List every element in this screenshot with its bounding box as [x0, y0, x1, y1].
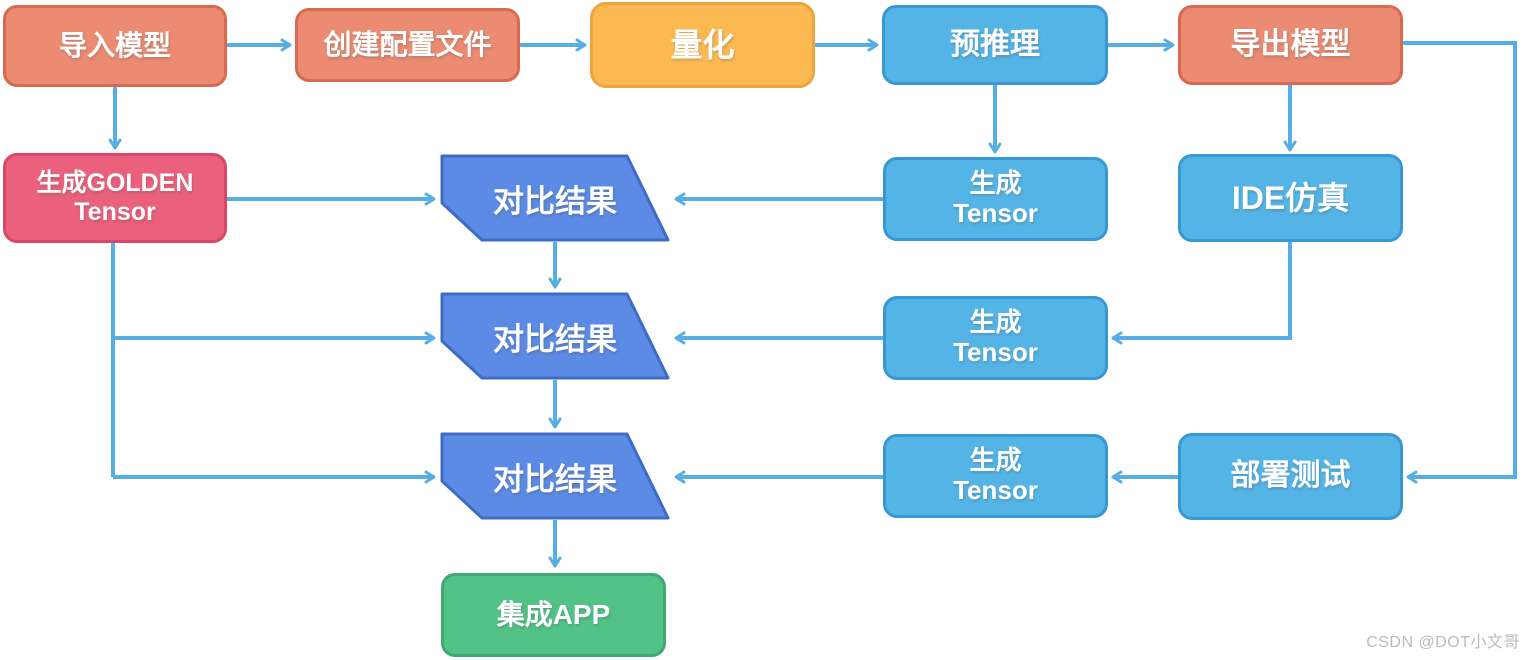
compare-result-label: 对比结果: [493, 183, 617, 219]
gen-tensor-line2: Tensor: [953, 198, 1038, 228]
node-quantize: 量化: [590, 2, 815, 88]
node-create-config: 创建配置文件: [295, 8, 520, 82]
compare-result-label: 对比结果: [493, 461, 617, 497]
hexagon-shape: [440, 292, 670, 380]
node-pre-inference: 预推理: [882, 5, 1108, 85]
node-compare-result-1: 对比结果: [440, 154, 670, 242]
node-golden-tensor: 生成GOLDEN Tensor: [3, 153, 227, 243]
node-gen-tensor-1: 生成 Tensor: [883, 157, 1108, 241]
node-gen-tensor-2: 生成 Tensor: [883, 296, 1108, 380]
node-export-model: 导出模型: [1178, 5, 1403, 85]
hexagon-shape: [440, 432, 670, 520]
csdn-watermark: CSDN @DOT小文哥: [1366, 634, 1520, 651]
node-integrate-app: 集成APP: [441, 573, 666, 657]
node-gen-tensor-3: 生成 Tensor: [883, 434, 1108, 518]
node-compare-result-2: 对比结果: [440, 292, 670, 380]
gen-tensor-line1: 生成: [969, 307, 1022, 338]
gen-tensor-line1: 生成: [969, 445, 1022, 476]
gen-tensor-line2: Tensor: [953, 475, 1038, 505]
gen-tensor-line1: 生成: [969, 168, 1022, 199]
golden-tensor-line1: 生成GOLDEN: [36, 169, 194, 198]
node-deploy-test: 部署测试: [1178, 433, 1403, 520]
node-compare-result-3: 对比结果: [440, 432, 670, 520]
compare-result-label: 对比结果: [493, 321, 617, 357]
edge-ide-to-gentensor2: [1111, 242, 1292, 345]
golden-tensor-line2: Tensor: [74, 198, 156, 226]
node-ide-simulation: IDE仿真: [1178, 154, 1403, 242]
edge-export-to-deploy: [1403, 41, 1517, 484]
node-import-model: 导入模型: [3, 5, 227, 87]
hexagon-shape: [440, 154, 670, 242]
gen-tensor-line2: Tensor: [953, 337, 1038, 367]
